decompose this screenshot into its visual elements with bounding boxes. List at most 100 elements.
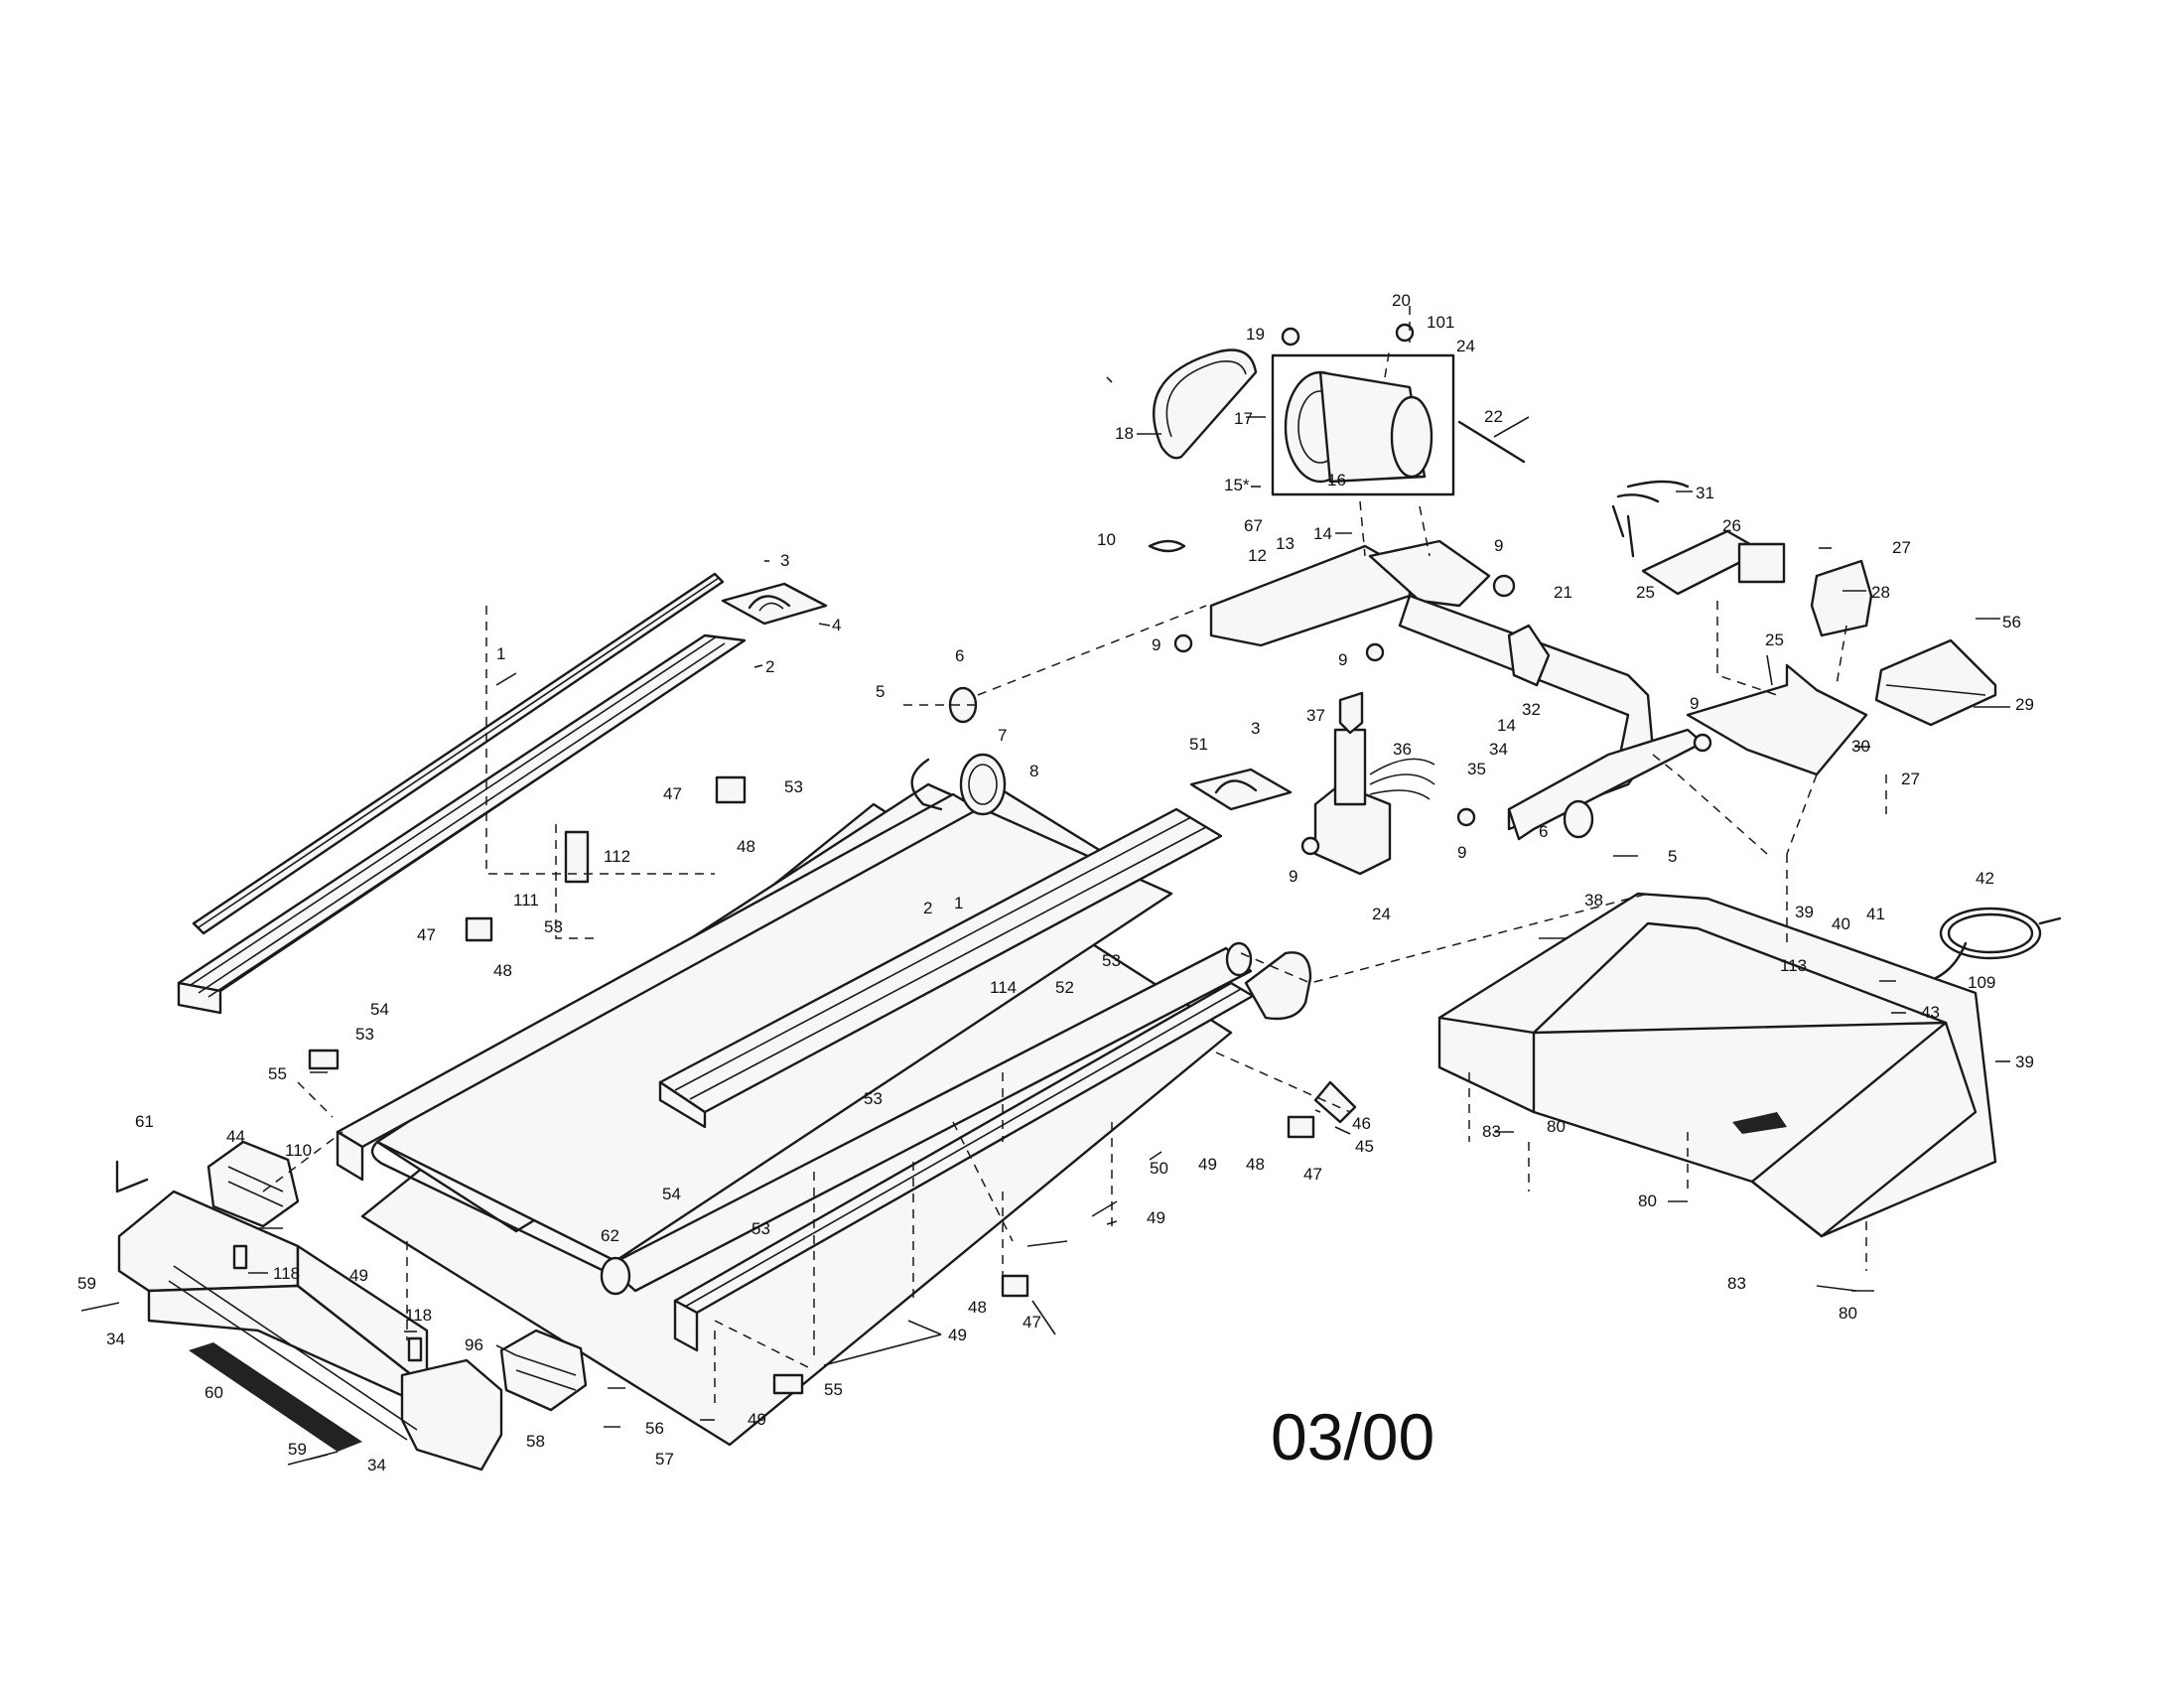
label-p53f: 53: [751, 1219, 770, 1238]
end-cap-left: [721, 582, 828, 626]
label-p80c: 80: [1839, 1304, 1857, 1323]
mounting-bracket: [1874, 638, 1997, 727]
label-p1a: 1: [496, 644, 505, 663]
label-p62: 62: [601, 1226, 619, 1245]
label-p110: 110: [285, 1141, 312, 1160]
label-p49c: 49: [349, 1266, 368, 1285]
label-p83b: 83: [1727, 1274, 1746, 1293]
label-p7: 7: [998, 726, 1007, 745]
label-p47b: 47: [417, 925, 436, 944]
label-p34b: 34: [106, 1330, 125, 1348]
label-p9a: 9: [1152, 635, 1160, 654]
label-p53c: 53: [355, 1025, 374, 1044]
label-p37: 37: [1306, 706, 1325, 725]
label-p14a: 14: [1313, 524, 1332, 543]
label-p67: 67: [1244, 516, 1263, 535]
label-p2b: 2: [923, 899, 932, 917]
label-p19: 19: [1246, 325, 1265, 344]
label-p14b: 14: [1497, 716, 1516, 735]
label-p45: 45: [1355, 1137, 1374, 1156]
label-p34c: 34: [367, 1456, 386, 1474]
label-p53b: 53: [544, 917, 563, 936]
label-p54a: 54: [370, 1000, 389, 1019]
label-p109: 109: [1968, 973, 1995, 992]
small-hardware: [308, 323, 1712, 1395]
label-p1b: 1: [954, 894, 963, 912]
label-p10: 10: [1097, 530, 1116, 549]
label-p46: 46: [1352, 1114, 1371, 1133]
label-p55a: 55: [268, 1064, 287, 1083]
label-p30: 30: [1851, 737, 1870, 756]
front-grille: [189, 1342, 362, 1452]
label-p32: 32: [1522, 700, 1541, 719]
label-p48b: 48: [493, 961, 512, 980]
label-p47d: 47: [1023, 1313, 1041, 1332]
incline-motor: [1313, 691, 1435, 876]
right-foot-cap: [499, 1329, 588, 1412]
label-p43: 43: [1921, 1003, 1940, 1022]
label-p13: 13: [1276, 534, 1295, 553]
label-p17: 17: [1234, 409, 1253, 428]
label-p36: 36: [1393, 740, 1412, 759]
label-p113: 113: [1780, 956, 1807, 975]
assembly-guide-lines: [262, 306, 1887, 1410]
motor-assembly: [1271, 353, 1455, 496]
label-p12: 12: [1248, 546, 1267, 565]
right-side-rail: [658, 807, 1223, 1129]
label-p51: 51: [1189, 735, 1208, 754]
label-p118a: 118: [273, 1264, 300, 1283]
label-p53a: 53: [784, 777, 803, 796]
label-p96: 96: [465, 1335, 483, 1354]
controller-board: [1641, 529, 1786, 596]
label-p61: 61: [135, 1112, 154, 1131]
label-p44: 44: [226, 1127, 245, 1146]
label-p9f: 9: [1289, 867, 1297, 886]
label-p9d: 9: [1690, 694, 1699, 713]
label-p47c: 47: [1303, 1165, 1322, 1184]
left-frame-rail: [336, 792, 980, 1182]
left-side-rail: [192, 572, 725, 935]
label-p60: 60: [205, 1383, 223, 1402]
label-p31: 31: [1696, 484, 1714, 502]
label-p54b: 54: [662, 1185, 681, 1203]
label-p29: 29: [2015, 695, 2034, 714]
idler-bracket: [1244, 951, 1312, 1021]
label-p6b: 6: [1539, 822, 1548, 841]
left-cushion-rail: [177, 633, 747, 1015]
motor-mounting-plate: [1686, 663, 1868, 776]
rear-roller-pulley: [910, 753, 1007, 816]
label-p53e: 53: [864, 1089, 883, 1108]
label-p25b: 25: [1765, 631, 1784, 649]
label-p112: 112: [604, 847, 630, 866]
label-p49a: 49: [1198, 1155, 1217, 1174]
label-p38: 38: [1584, 891, 1603, 910]
label-p80a: 80: [1547, 1117, 1566, 1136]
label-p9e: 9: [1457, 843, 1466, 862]
label-p47a: 47: [663, 784, 682, 803]
leader-lines: [80, 376, 2010, 1466]
label-p4: 4: [832, 616, 841, 634]
label-p8: 8: [1029, 762, 1038, 780]
label-p22: 22: [1484, 407, 1503, 426]
label-p9c: 9: [1494, 536, 1503, 555]
label-p41: 41: [1866, 905, 1885, 923]
label-p59b: 59: [288, 1440, 307, 1459]
motor-bolt: [1457, 420, 1526, 464]
revision-date-stamp: 03/00: [1271, 1400, 1434, 1474]
label-p28: 28: [1871, 583, 1890, 602]
label-p56b: 56: [645, 1419, 664, 1438]
end-cap-right: [1189, 768, 1293, 811]
label-p5a: 5: [876, 682, 885, 701]
label-p80b: 80: [1638, 1192, 1657, 1210]
upright-frame: [1209, 539, 1705, 841]
label-p18: 18: [1115, 424, 1134, 443]
label-p56a: 56: [2002, 613, 2021, 632]
label-p53d: 53: [1102, 951, 1121, 970]
base-pan: [1437, 892, 1997, 1238]
label-p6a: 6: [955, 646, 964, 665]
label-p15: 15*: [1224, 476, 1250, 494]
label-p55b: 55: [824, 1380, 843, 1399]
label-p21: 21: [1554, 583, 1572, 602]
label-p48a: 48: [737, 837, 755, 856]
label-p57: 57: [655, 1450, 674, 1469]
